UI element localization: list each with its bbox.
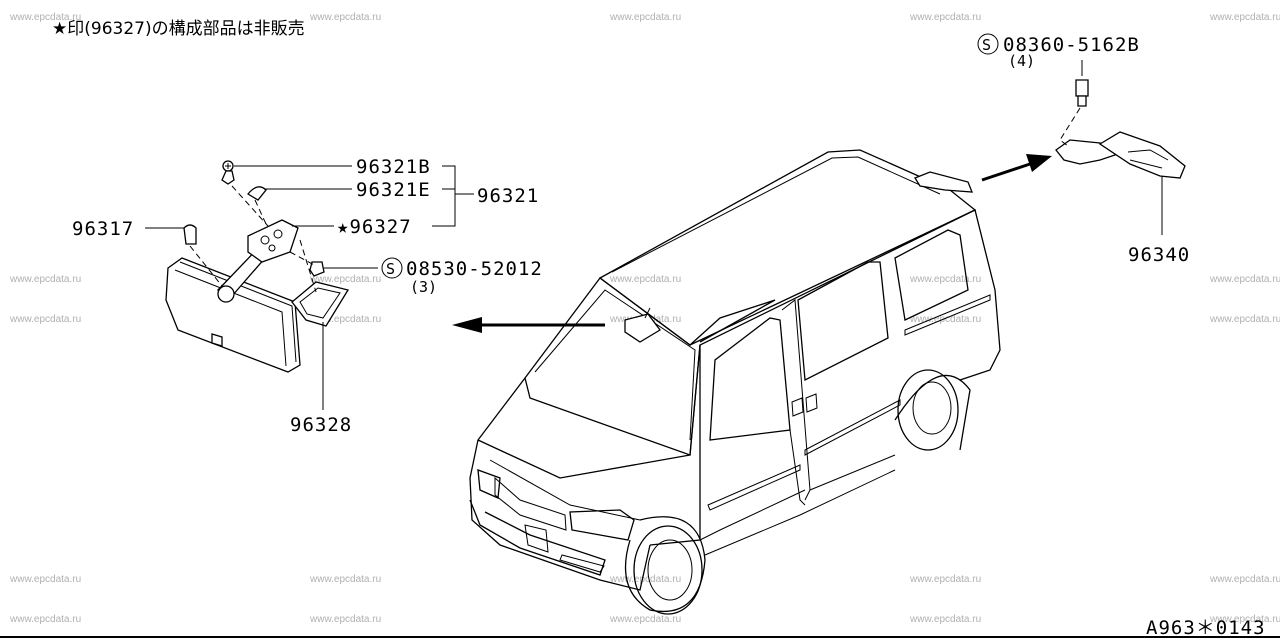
label-96321e: 96321E: [356, 179, 431, 201]
diagram-code: A963＊0143: [1146, 617, 1266, 639]
label-08360-5162b: 08360-5162B: [1003, 34, 1140, 56]
header-note: ★印(96327)の構成部品は非販売: [52, 19, 305, 39]
screw-symbol-08530: S: [386, 260, 395, 278]
watermark-text: www.epcdata.ru: [9, 614, 81, 625]
watermark-text: www.epcdata.ru: [909, 274, 981, 285]
watermark-text: www.epcdata.ru: [309, 614, 381, 625]
inner-mirror-assembly: [165, 160, 350, 373]
label-08530-qty: (3): [410, 278, 437, 296]
watermark-text: www.epcdata.ru: [1209, 274, 1280, 285]
watermark-text: www.epcdata.ru: [1209, 614, 1280, 625]
watermark-text: www.epcdata.ru: [9, 314, 81, 325]
watermark-text: www.epcdata.ru: [909, 314, 981, 325]
screw-symbol-icon: [977, 33, 999, 55]
screw-symbol-icon: [381, 257, 403, 279]
watermark-text: www.epcdata.ru: [9, 274, 81, 285]
spotlight-assembly: [1055, 60, 1186, 235]
watermark-text: www.epcdata.ru: [609, 614, 681, 625]
label-96317: 96317: [72, 218, 134, 240]
watermark-text: www.epcdata.ru: [9, 574, 81, 585]
watermark-text: www.epcdata.ru: [909, 12, 981, 23]
screw-symbol-08360: S: [982, 36, 991, 54]
watermark-text: www.epcdata.ru: [1209, 314, 1280, 325]
label-96328: 96328: [290, 414, 352, 436]
watermark-text: www.epcdata.ru: [609, 574, 681, 585]
watermark-text: www.epcdata.ru: [309, 574, 381, 585]
label-96327: ★96327: [337, 216, 412, 238]
label-08530-52012: 08530-52012: [406, 258, 543, 280]
watermark-text: www.epcdata.ru: [909, 614, 981, 625]
arrow-to-spotlight: [981, 154, 1052, 182]
label-96321b: 96321B: [356, 156, 431, 178]
watermark-text: www.epcdata.ru: [609, 274, 681, 285]
part-labels: 96321B 96321E 96321 ★96327 96317 S 08530…: [72, 33, 1190, 436]
watermark-text: www.epcdata.ru: [909, 574, 981, 585]
arrow-to-inner-mirror: [452, 317, 605, 333]
watermark-text: www.epcdata.ru: [609, 12, 681, 23]
label-08360-qty: (4): [1008, 52, 1035, 70]
label-96340: 96340: [1128, 244, 1190, 266]
inner-mirror-leaders: [145, 165, 474, 410]
watermark-text: www.epcdata.ru: [9, 12, 81, 23]
watermark-text: www.epcdata.ru: [1209, 574, 1280, 585]
watermark-text: www.epcdata.ru: [309, 274, 381, 285]
van-illustration: [469, 149, 1001, 615]
label-96321: 96321: [477, 185, 539, 207]
watermark-text: www.epcdata.ru: [309, 314, 381, 325]
watermark-text: www.epcdata.ru: [309, 12, 381, 23]
watermark-text: www.epcdata.ru: [1209, 12, 1280, 23]
